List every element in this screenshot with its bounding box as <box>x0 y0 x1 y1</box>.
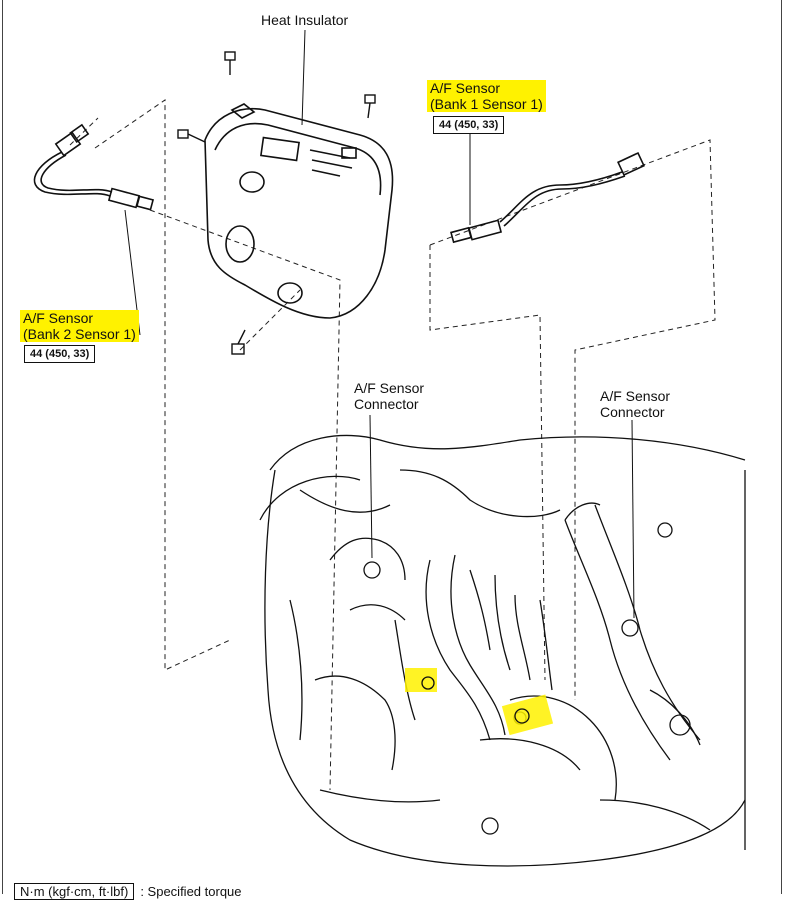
af-sensor-bank2-label: A/F Sensor (Bank 2 Sensor 1) <box>20 310 139 342</box>
connector-left-line1: A/F Sensor <box>354 380 425 396</box>
connector-left-line2: Connector <box>354 396 419 412</box>
bolts <box>177 51 376 355</box>
connector-right-line1: A/F Sensor <box>600 388 671 404</box>
af-sensor-bank1 <box>450 151 645 244</box>
af-sensor-bank2 <box>33 123 155 211</box>
af-sensor-bank1-line2: (Bank 1 Sensor 1) <box>427 96 546 112</box>
torque-bank1: 44 (450, 33) <box>433 116 505 134</box>
af-sensor-bank1-label: A/F Sensor (Bank 1 Sensor 1) <box>427 80 546 112</box>
dashed-guide-lines <box>69 99 716 791</box>
heat-insulator-shape <box>204 103 394 319</box>
torque-unit-box: N·m (kgf·cm, ft·lbf) <box>14 883 135 900</box>
af-sensor-connector-right-label: A/F Sensor Connector <box>600 388 670 420</box>
leader-lines <box>124 29 635 619</box>
af-sensor-bank2-line1: A/F Sensor <box>20 310 139 326</box>
heat-insulator-label: Heat Insulator <box>261 12 349 28</box>
torque-legend: N·m (kgf·cm, ft·lbf) : Specified torque <box>14 883 242 900</box>
engine-bay-sketch <box>259 434 746 867</box>
torque-bank2: 44 (450, 33) <box>24 345 96 363</box>
connector-right-line2: Connector <box>600 404 665 420</box>
af-sensor-bank2-line2: (Bank 2 Sensor 1) <box>20 326 139 342</box>
torque-legend-text: : Specified torque <box>140 884 242 899</box>
sensor-location-outlines <box>421 676 530 724</box>
af-sensor-bank1-line1: A/F Sensor <box>427 80 546 96</box>
af-sensor-connector-left-label: A/F Sensor Connector <box>354 380 424 412</box>
